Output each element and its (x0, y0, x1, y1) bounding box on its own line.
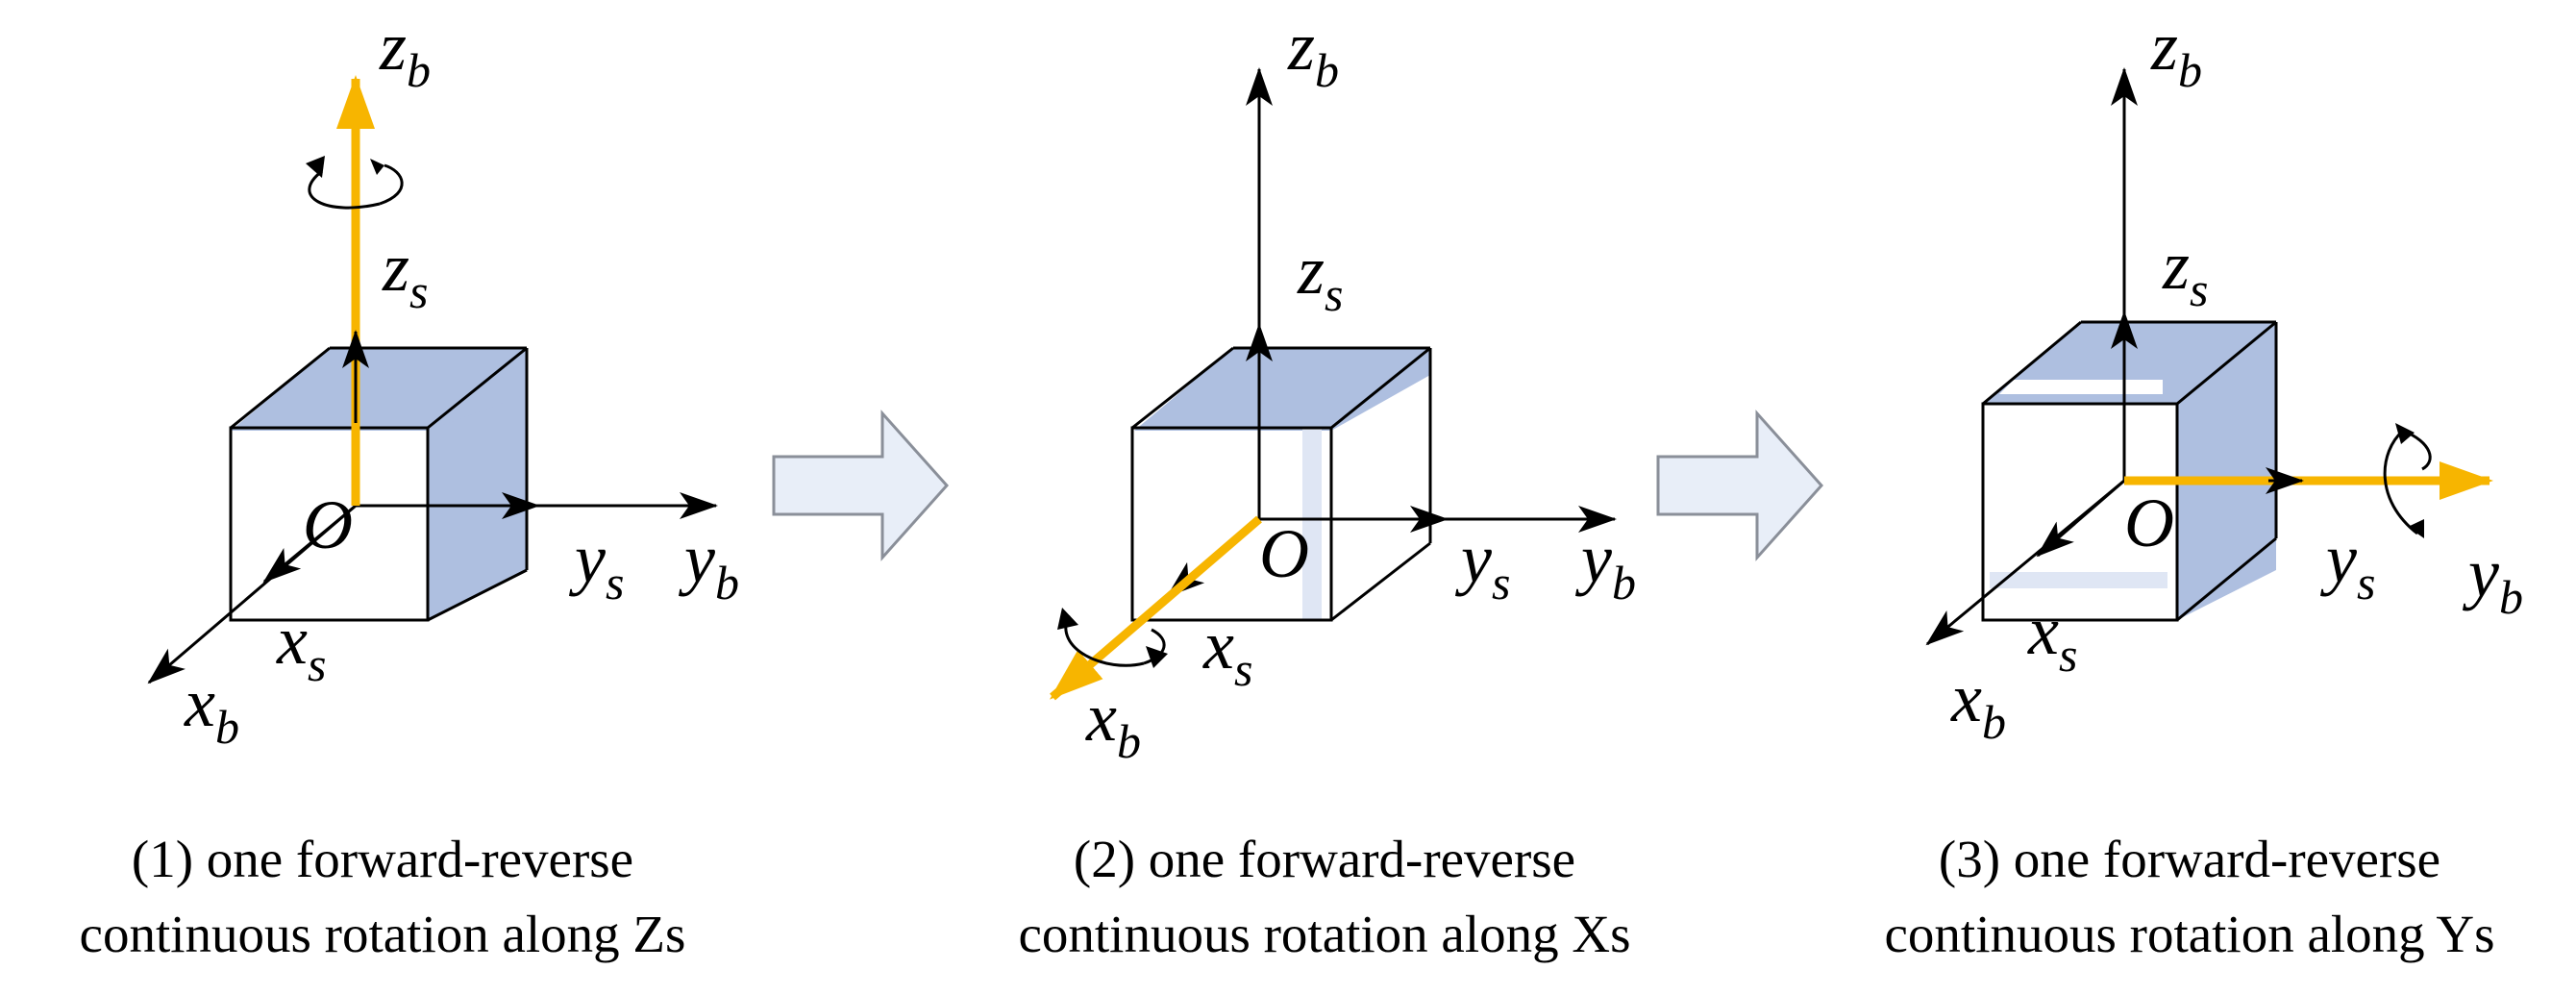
caption-1-line-1: (1) one forward-reverse (132, 830, 633, 888)
x-b-axis-highlighted (1049, 515, 1262, 701)
label-x-b: xb (1085, 679, 1141, 768)
label-y-b: yb (1574, 520, 1636, 609)
rotation-arrow-icon (2383, 423, 2432, 538)
caption-3-line-1: (3) one forward-reverse (1939, 830, 2440, 888)
origin-label: O (2124, 485, 2174, 561)
cube-right-face-shade (2177, 322, 2276, 620)
caption-2-line-1: (2) one forward-reverse (1074, 830, 1575, 888)
block-arrow-right-icon (1656, 410, 1824, 561)
panel-2: zb zs O ys yb xs xb (2) one forward-reve… (1018, 8, 1635, 963)
caption-1-line-2: continuous rotation along Zs (80, 905, 686, 963)
panel-3: zb zs O ys yb xs xb (3) one forward-reve… (1885, 8, 2523, 963)
cube-top-face-shade (231, 348, 527, 431)
block-arrow-right-icon (772, 410, 950, 561)
rotation-arrow-icon (1057, 608, 1168, 668)
label-x-b: xb (184, 664, 239, 754)
x-s-axis (2036, 479, 2125, 558)
label-z-s: zs (2162, 227, 2209, 316)
caption-2-line-2: continuous rotation along Xs (1018, 905, 1630, 963)
cube-top-face-shade (1134, 348, 1430, 431)
label-z-b: zb (2150, 8, 2202, 97)
label-x-b: xb (1950, 659, 2006, 749)
origin-label: O (1259, 515, 1309, 592)
label-x-s: xs (276, 602, 326, 691)
origin-label: O (303, 486, 353, 563)
panel-1: zb zs O ys yb xs xb (1) one forward-reve… (80, 8, 739, 963)
label-z-s: zs (382, 229, 429, 318)
x-s-axis (262, 504, 357, 584)
rotation-arrow-icon (306, 156, 404, 210)
label-z-s: zs (1297, 232, 1344, 321)
cube (1130, 346, 1432, 622)
cube-front-strip-shade (1302, 428, 1322, 620)
cube-bottom-strip-shade (1990, 572, 2167, 588)
label-y-b: yb (678, 520, 739, 609)
label-z-b: zb (379, 8, 431, 97)
label-x-s: xs (2027, 592, 2077, 682)
label-y-b: yb (2462, 535, 2523, 624)
caption-3-line-2: continuous rotation along Ys (1885, 905, 2495, 963)
cube (229, 346, 529, 622)
label-y-s: ys (1454, 520, 1510, 609)
label-y-s: ys (2319, 520, 2375, 609)
label-z-b: zb (1287, 8, 1339, 97)
label-y-s: ys (568, 520, 624, 609)
label-x-s: xs (1202, 607, 1252, 696)
